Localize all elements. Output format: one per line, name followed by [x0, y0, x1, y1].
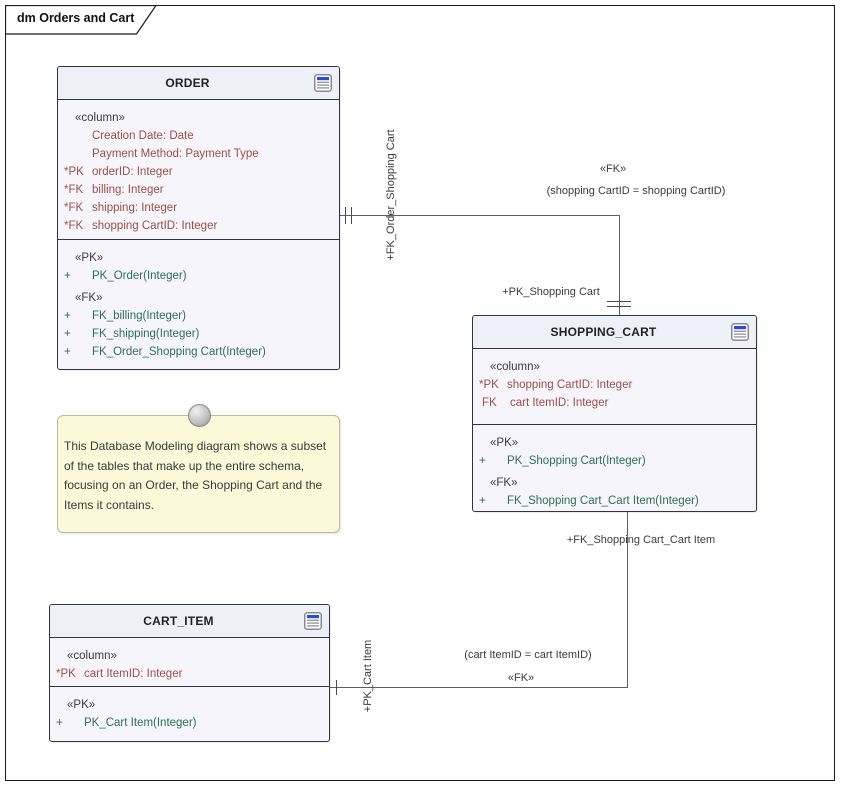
connector1-stereotype-label[interactable]: «FK» — [599, 163, 627, 175]
connector-shoppingcart-cartitem-hline[interactable] — [330, 687, 628, 688]
order-table-header: ORDER — [58, 67, 339, 100]
note-text: This Database Modeling diagram shows a s… — [64, 439, 327, 512]
operation-group: «FK» +FK_billing(Integer) +FK_shipping(I… — [61, 289, 335, 361]
operation-group: «PK» +PK_Cart Item(Integer) — [53, 696, 325, 732]
pin-circle-icon — [188, 404, 211, 427]
connector2-stereotype-label[interactable]: «FK» — [507, 672, 535, 684]
operation-row: +PK_Shopping Cart(Integer) — [479, 455, 646, 467]
operation-row: +PK_Cart Item(Integer) — [56, 717, 197, 729]
connector2-source-role-label[interactable]: +FK_Shopping Cart_Cart Item — [566, 534, 716, 546]
stereotype-label: «FK» — [75, 292, 103, 304]
stereotype-label: «column» — [67, 650, 117, 662]
cardinality-tick — [607, 306, 631, 307]
operation-row: +FK_Order_Shopping Cart(Integer) — [64, 346, 266, 358]
cardinality-tick — [351, 207, 352, 224]
stereotype-label: «FK» — [490, 477, 518, 489]
operation-group: «PK» +PK_Shopping Cart(Integer) — [476, 434, 752, 470]
operation-row: +FK_shipping(Integer) — [64, 328, 200, 340]
attribute-row: Creation Date: Date — [92, 130, 194, 142]
shopping-cart-table-header: SHOPPING_CART — [473, 316, 756, 349]
operation-row: +FK_billing(Integer) — [64, 310, 186, 322]
diagram-note[interactable]: This Database Modeling diagram shows a s… — [57, 404, 340, 533]
connector-shoppingcart-cartitem-vline[interactable] — [627, 512, 628, 688]
connector-order-shoppingcart-hline[interactable] — [340, 215, 620, 216]
connector1-constraint-label[interactable]: (shopping CartID = shopping CartID) — [546, 185, 726, 197]
entity-table-order[interactable]: ORDER «column» Creation Date: Date Payme… — [57, 66, 340, 370]
diagram-frame — [5, 5, 835, 781]
operation-row: +FK_Shopping Cart_Cart Item(Integer) — [479, 495, 699, 507]
table-icon — [731, 323, 749, 341]
order-table-title: ORDER — [165, 76, 210, 90]
attribute-row: Payment Method: Payment Type — [92, 148, 259, 160]
connector1-target-role-label[interactable]: +PK_Shopping Cart — [502, 286, 600, 298]
connector2-constraint-label[interactable]: (cart ItemID = cart ItemID) — [464, 649, 592, 661]
stereotype-label: «column» — [75, 112, 125, 124]
table-icon — [304, 612, 322, 630]
stereotype-label: «column» — [490, 361, 540, 373]
shopping-cart-operations-compartment: «PK» +PK_Shopping Cart(Integer) «FK» +FK… — [473, 424, 756, 510]
diagram-frame-tab — [4, 4, 165, 35]
table-icon — [314, 74, 332, 92]
cart-item-table-title: CART_ITEM — [143, 614, 214, 628]
frame-tab-shape — [4, 4, 158, 35]
cardinality-tick — [345, 207, 346, 224]
connector-order-shoppingcart-vline[interactable] — [619, 215, 620, 316]
connector2-target-role-label[interactable]: +PK_Cart Item — [362, 639, 374, 713]
operation-group: «PK» +PK_Order(Integer) — [61, 249, 335, 285]
cardinality-tick — [336, 680, 337, 695]
shopping-cart-table-title: SHOPPING_CART — [550, 325, 657, 339]
order-attributes-compartment: «column» Creation Date: Date Payment Met… — [58, 100, 339, 239]
connector1-source-role-label[interactable]: +FK_Order_Shopping Cart — [385, 129, 397, 261]
cardinality-tick — [607, 301, 631, 302]
order-operations-compartment: «PK» +PK_Order(Integer) «FK» +FK_billing… — [58, 239, 339, 368]
operation-row: +PK_Order(Integer) — [64, 270, 187, 282]
diagram-title: dm Orders and Cart — [17, 11, 135, 25]
stereotype-label: «PK» — [67, 699, 96, 711]
cart-item-operations-compartment: «PK» +PK_Cart Item(Integer) — [50, 686, 329, 740]
cart-item-table-header: CART_ITEM — [50, 605, 329, 638]
operation-group: «FK» +FK_Shopping Cart_Cart Item(Integer… — [476, 474, 752, 510]
stereotype-label: «PK» — [75, 252, 104, 264]
stereotype-label: «PK» — [490, 437, 519, 449]
